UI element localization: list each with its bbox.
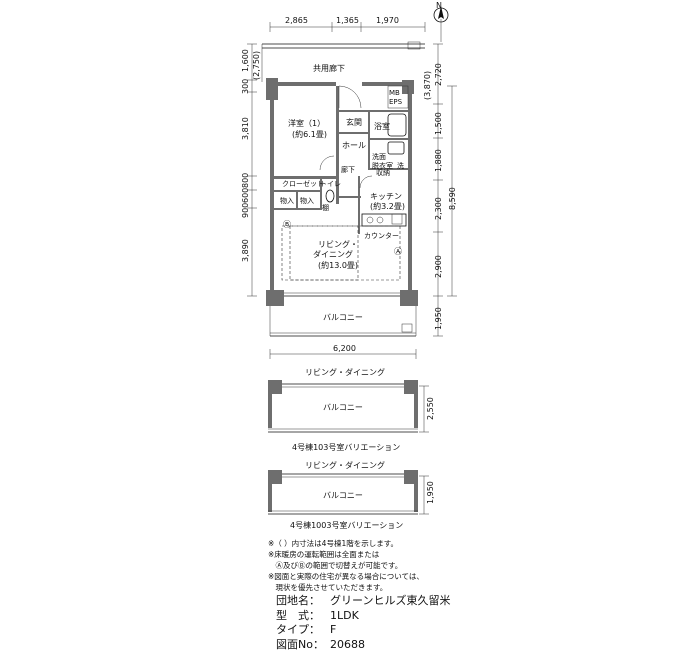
bedroom-label: 洋室（1） xyxy=(288,118,325,128)
info-value: 1LDK xyxy=(330,609,359,622)
variation-2-room: リビング・ダイニング xyxy=(305,460,385,470)
north-arrow-icon xyxy=(434,6,448,42)
dim-left-800: 800 xyxy=(241,173,250,188)
dim-right-2720: 2,720 xyxy=(434,63,443,86)
eps-label: EPS xyxy=(389,98,403,106)
info-key: タイプ： xyxy=(276,623,330,638)
hall-label: ホール xyxy=(342,141,366,150)
dim-right-2300: 2,300 xyxy=(434,197,443,220)
info-key: 型 式： xyxy=(276,609,330,624)
living-label-1: リビング・ xyxy=(318,239,358,249)
info-row-name: 団地名：グリーンヒルズ東久留米 xyxy=(276,594,450,609)
info-value: 20688 xyxy=(330,638,365,651)
storage-label-2: 物入 xyxy=(300,196,314,205)
bedroom-size: (約6.1畳) xyxy=(292,129,327,139)
bath-label: 浴室 xyxy=(374,121,390,131)
variation-2-balcony: バルコニー xyxy=(323,491,363,500)
info-row-type: 型 式：1LDK xyxy=(276,609,450,624)
corridor-label: 共用廊下 xyxy=(313,63,345,73)
mb-label: MB xyxy=(389,89,400,97)
dim-var2-depth: 1,950 xyxy=(426,481,435,504)
zone-mark-a: Ⓐ xyxy=(394,247,402,256)
dim-left-2750: (2,750) xyxy=(252,51,261,80)
note-line: ※（ ）内寸法は4号棟1階を示します。 xyxy=(268,538,598,549)
kitchen-size: (約3.2畳) xyxy=(370,201,405,211)
living-size: (約13.0畳) xyxy=(318,260,358,270)
counter-label: カウンター xyxy=(364,231,399,240)
note-line: 現状を優先させていただきます。 xyxy=(268,582,598,593)
dim-width: 6,200 xyxy=(333,344,356,353)
balcony-label: バルコニー xyxy=(323,313,363,322)
note-line: ※床暖房の運転範囲は全面または xyxy=(268,549,598,560)
dim-left-300: 300 xyxy=(241,79,250,94)
dim-left-600: 600 xyxy=(241,188,250,203)
dim-left-900: 900 xyxy=(241,203,250,218)
living-label-2: ダイニング xyxy=(313,249,353,259)
variation-2-caption: 4号棟1003号室バリエーション xyxy=(290,520,403,530)
variation-1-caption: 4号棟103号室バリエーション xyxy=(292,442,400,452)
corridor-small-label: 廊下 xyxy=(341,165,355,174)
dim-left-1600: 1,600 xyxy=(241,49,250,72)
dim-right-3870: (3,870) xyxy=(423,71,432,100)
dim-right-1880: 1,880 xyxy=(434,149,443,172)
info-value: グリーンヒルズ東久留米 xyxy=(330,594,450,607)
zone-mark-b: Ⓑ xyxy=(283,220,291,229)
info-key: 団地名： xyxy=(276,594,330,609)
info-value: F xyxy=(330,623,336,636)
variation-1-room: リビング・ダイニング xyxy=(305,367,385,377)
wash-label: 洗 xyxy=(397,161,404,170)
info-row-plan-type: タイプ：F xyxy=(276,623,450,638)
property-info: 団地名：グリーンヒルズ東久留米 型 式：1LDK タイプ：F 図面No：2068… xyxy=(276,594,450,652)
note-line: Ⓐ及びⒷの範囲で切替えが可能です。 xyxy=(268,560,598,571)
closet-label: クローゼット xyxy=(282,179,324,188)
dim-left-3810: 3,810 xyxy=(241,117,250,140)
shelf-label: 棚 xyxy=(322,203,329,212)
dim-right-1950: 1,950 xyxy=(434,307,443,330)
toilet-label: トイレ xyxy=(320,180,341,188)
dim-var1-depth: 2,550 xyxy=(426,397,435,420)
cabinet-label: 収納 xyxy=(376,168,390,177)
dim-left-3890: 3,890 xyxy=(241,239,250,262)
notes: ※（ ）内寸法は4号棟1階を示します。 ※床暖房の運転範囲は全面または Ⓐ及びⒷ… xyxy=(268,538,598,593)
dim-right-1500: 1,500 xyxy=(434,112,443,135)
dim-right-8590: 8,590 xyxy=(448,187,457,210)
dim-top-3: 1,970 xyxy=(376,16,399,25)
dim-top-1: 2,865 xyxy=(285,16,308,25)
washroom-label-1: 洗面 xyxy=(372,152,386,161)
common-corridor xyxy=(262,42,425,49)
compass-label: N xyxy=(436,1,442,10)
dim-right-2900: 2,900 xyxy=(434,255,443,278)
kitchen-label: キッチン xyxy=(370,192,402,201)
storage-label-1: 物入 xyxy=(280,196,294,205)
dim-top-2: 1,365 xyxy=(336,16,359,25)
variation-1-balcony: バルコニー xyxy=(323,403,363,412)
note-line: ※図面と実際の住宅が異なる場合については、 xyxy=(268,571,598,582)
entrance-label: 玄関 xyxy=(346,117,362,127)
